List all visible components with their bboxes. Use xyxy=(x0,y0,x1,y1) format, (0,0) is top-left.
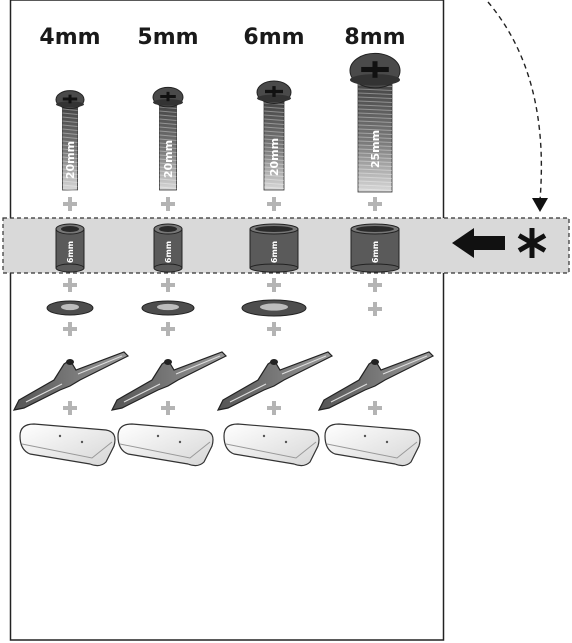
washer-icon xyxy=(141,300,195,316)
arrow-left-icon xyxy=(452,228,505,258)
size-label: 5mm xyxy=(137,25,198,50)
spacer-icon xyxy=(350,223,400,273)
size-label: 6mm xyxy=(243,25,304,50)
pad-icon xyxy=(324,423,421,467)
screw-icon xyxy=(55,90,85,191)
pad-icon xyxy=(117,423,214,467)
screw-icon xyxy=(256,80,292,191)
screw-length-label: 20mm xyxy=(268,138,281,176)
plus-icon xyxy=(368,302,382,316)
dashed-callout-arrow xyxy=(487,1,543,201)
asterisk-icon xyxy=(517,228,547,258)
plus-icon xyxy=(368,401,382,415)
columns: 4mm 20mm 6mm 5mm 20mm 6mm 6mm 20mm 6mm 8mm 25mm 6mm xyxy=(12,25,435,467)
dashed-arrow-head-icon xyxy=(532,198,548,212)
plus-icon xyxy=(63,278,77,292)
plus-icon xyxy=(267,322,281,336)
screw-icon xyxy=(349,52,401,193)
spacer-label: 6mm xyxy=(164,241,173,263)
spacer-label: 6mm xyxy=(371,241,380,263)
plus-icon xyxy=(368,197,382,211)
bracket-icon xyxy=(110,351,228,411)
bracket-icon xyxy=(12,351,130,411)
washer-icon xyxy=(46,300,94,316)
plus-icon xyxy=(161,197,175,211)
washer-icon xyxy=(241,299,307,317)
plus-icon xyxy=(161,278,175,292)
spacer-icon xyxy=(153,223,183,273)
plus-icon xyxy=(368,278,382,292)
screw-length-label: 25mm xyxy=(369,130,382,168)
bracket-icon xyxy=(216,351,334,411)
screw-icon xyxy=(152,86,184,191)
plus-icon xyxy=(267,197,281,211)
size-label: 8mm xyxy=(344,25,405,50)
plus-icon xyxy=(63,322,77,336)
bracket-icon xyxy=(317,351,435,411)
spacer-label: 6mm xyxy=(66,241,75,263)
plus-icon xyxy=(161,401,175,415)
size-label: 4mm xyxy=(39,25,100,50)
plus-icon xyxy=(267,401,281,415)
spacer-label: 6mm xyxy=(270,241,279,263)
plus-icon xyxy=(63,401,77,415)
plus-icon xyxy=(63,197,77,211)
pad-icon xyxy=(223,423,320,467)
plus-icon xyxy=(161,322,175,336)
spacer-icon xyxy=(55,223,85,273)
pad-icon xyxy=(19,423,116,467)
plus-icon xyxy=(267,278,281,292)
screw-length-label: 20mm xyxy=(162,140,175,178)
spacer-icon xyxy=(249,223,299,273)
screw-length-label: 20mm xyxy=(64,141,77,179)
